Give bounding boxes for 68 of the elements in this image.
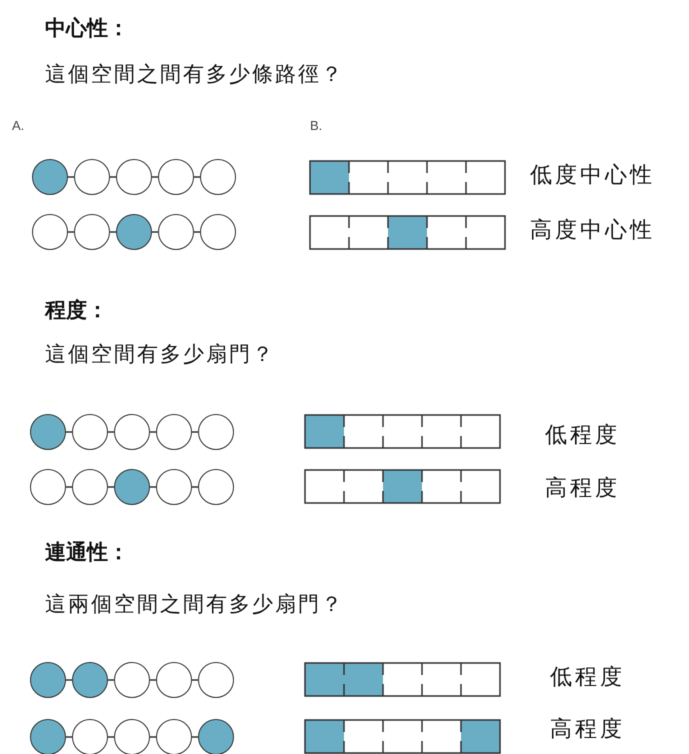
- level-label: 低程度: [550, 664, 625, 692]
- level-label: 低度中心性: [530, 162, 655, 190]
- room-circle: [72, 414, 108, 450]
- panel-letter: B.: [310, 118, 322, 133]
- room-circle: [116, 159, 152, 195]
- room-circle: [156, 719, 192, 754]
- connection-line: [192, 486, 198, 488]
- connection-line: [66, 679, 72, 681]
- room-circle: [32, 214, 68, 250]
- connection-line: [108, 736, 114, 738]
- connection-line: [194, 176, 200, 178]
- room-circle: [30, 469, 66, 505]
- room-circle: [114, 662, 150, 698]
- room-circle: [72, 662, 108, 698]
- room-circle: [156, 469, 192, 505]
- connection-line: [110, 176, 116, 178]
- question-text: 這個空間有多少扇門？: [45, 341, 275, 368]
- connection-line: [192, 736, 198, 738]
- room-circle: [32, 159, 68, 195]
- connection-line: [150, 431, 156, 433]
- connection-line: [68, 231, 74, 233]
- question-text: 這兩個空間之間有多少扇門？: [45, 591, 344, 618]
- room-circle: [30, 414, 66, 450]
- room-circle: [200, 159, 236, 195]
- connection-line: [192, 431, 198, 433]
- connection-line: [150, 736, 156, 738]
- level-label: 高程度: [550, 716, 625, 744]
- room-circle: [72, 719, 108, 754]
- connection-line: [150, 486, 156, 488]
- connection-line: [152, 176, 158, 178]
- room-circle: [74, 159, 110, 195]
- room-circle: [72, 469, 108, 505]
- connection-line: [108, 679, 114, 681]
- section-heading: 連通性：: [45, 538, 129, 566]
- section-heading: 中心性：: [45, 14, 129, 42]
- level-label: 高程度: [545, 475, 620, 503]
- room-circle: [114, 469, 150, 505]
- room-circle: [30, 719, 66, 754]
- connection-line: [108, 431, 114, 433]
- room-circle: [158, 214, 194, 250]
- room-circle: [200, 214, 236, 250]
- connection-line: [66, 486, 72, 488]
- room-circle: [198, 469, 234, 505]
- connection-line: [66, 431, 72, 433]
- connection-line: [150, 679, 156, 681]
- connection-line: [66, 736, 72, 738]
- level-label: 低程度: [545, 422, 620, 450]
- room-circle: [156, 414, 192, 450]
- section-heading: 程度：: [45, 296, 108, 324]
- room-circle: [74, 214, 110, 250]
- connection-line: [110, 231, 116, 233]
- panel-letter: A.: [12, 118, 24, 133]
- room-circle: [198, 662, 234, 698]
- room-circle: [198, 719, 234, 754]
- room-circle: [158, 159, 194, 195]
- connection-line: [68, 176, 74, 178]
- connection-line: [108, 486, 114, 488]
- level-label: 高度中心性: [530, 217, 655, 245]
- room-circle: [30, 662, 66, 698]
- room-circle: [156, 662, 192, 698]
- room-circle: [114, 414, 150, 450]
- room-circle: [114, 719, 150, 754]
- room-circle: [198, 414, 234, 450]
- room-circle: [116, 214, 152, 250]
- question-text: 這個空間之間有多少條路徑？: [45, 61, 344, 88]
- connection-line: [192, 679, 198, 681]
- connection-line: [194, 231, 200, 233]
- connection-line: [152, 231, 158, 233]
